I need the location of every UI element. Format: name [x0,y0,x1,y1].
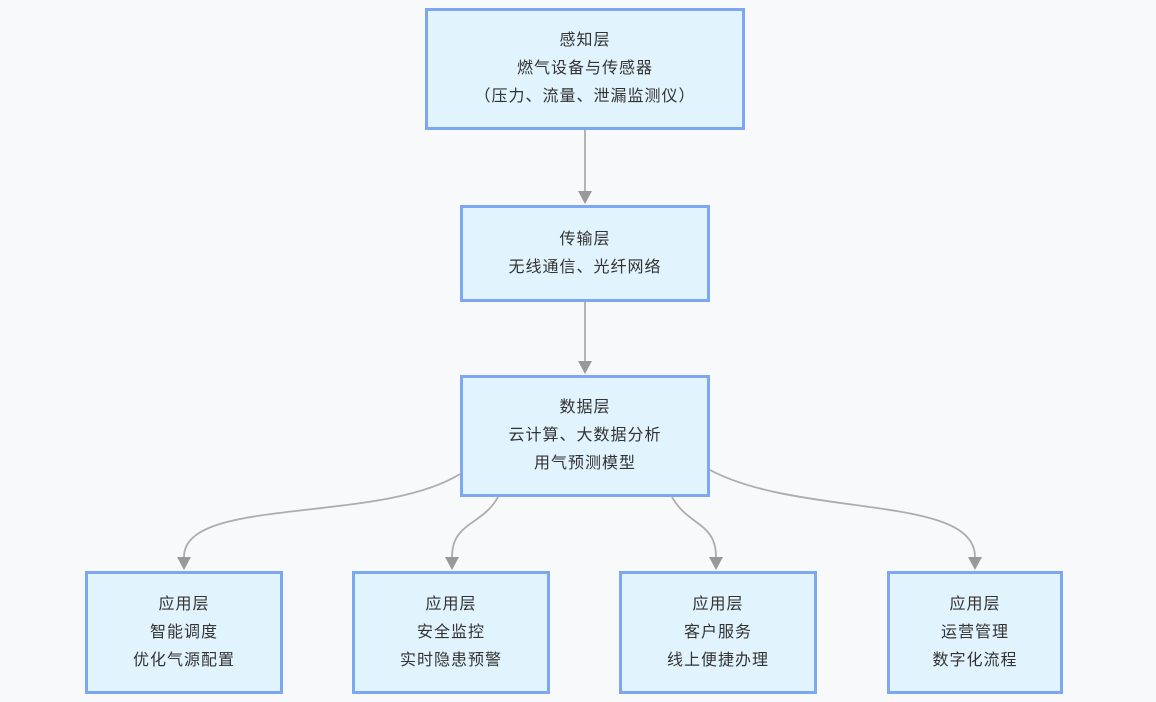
node-transmission-layer: 传输层 无线通信、光纤网络 [460,205,710,302]
node-line: （压力、流量、泄漏监测仪） [474,88,696,105]
edge-data-app-operation [709,469,982,570]
node-line: 运营管理 [940,623,1009,641]
node-line: 无线通信、光纤网络 [508,258,662,276]
node-line: 线上便捷办理 [666,651,769,669]
node-title: 应用层 [949,595,1001,613]
node-title: 传输层 [559,230,611,248]
edge-data-app-customer [671,496,723,570]
node-title: 感知层 [559,32,611,49]
node-data-layer: 数据层 云计算、大数据分析 用气预测模型 [460,375,710,497]
node-line: 智能调度 [149,623,218,641]
node-title: 应用层 [158,595,210,613]
node-line: 燃气设备与传感器 [516,60,653,77]
node-line: 客户服务 [683,623,752,641]
node-line: 云计算、大数据分析 [508,427,662,444]
node-line: 用气预测模型 [533,455,636,472]
node-title: 应用层 [425,595,477,613]
node-perception-layer: 感知层 燃气设备与传感器 （压力、流量、泄漏监测仪） [425,8,745,130]
node-application-layer-customer: 应用层 客户服务 线上便捷办理 [619,571,817,694]
node-title: 应用层 [692,595,744,613]
node-application-layer-dispatch: 应用层 智能调度 优化气源配置 [85,571,283,694]
node-line: 安全监控 [416,623,485,641]
node-title: 数据层 [559,399,611,416]
node-line: 优化气源配置 [132,651,235,669]
node-line: 实时隐患预警 [399,651,502,669]
node-line: 数字化流程 [932,651,1018,669]
node-application-layer-safety: 应用层 安全监控 实时隐患预警 [352,571,550,694]
edge-data-app-safety [445,496,499,570]
edge-data-app-dispatch [177,473,461,570]
node-application-layer-operation: 应用层 运营管理 数字化流程 [887,571,1063,694]
